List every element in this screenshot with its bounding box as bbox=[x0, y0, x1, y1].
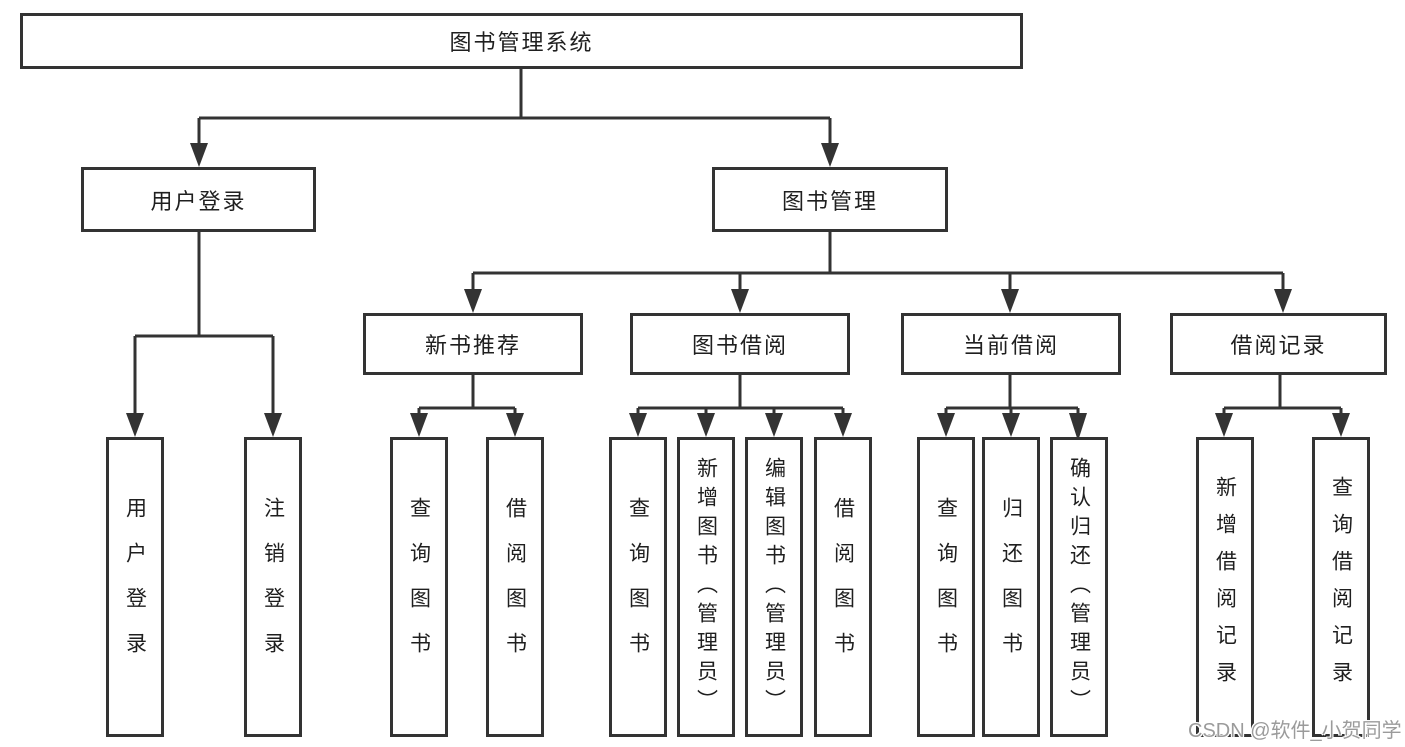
node-new-book-recommend: 新书推荐 bbox=[363, 313, 583, 375]
node-book-borrow: 图书借阅 bbox=[630, 313, 850, 375]
node-root-label: 图书管理系统 bbox=[449, 30, 594, 55]
leaf-query-borrow-record-label: 查询借阅记录 bbox=[1329, 476, 1353, 698]
leaf-borrow-books-recommend: 借阅图书 bbox=[486, 437, 544, 737]
node-book-borrow-label: 图书借阅 bbox=[691, 333, 788, 358]
leaf-logout: 注销登录 bbox=[244, 437, 302, 737]
leaf-add-borrow-record: 新增借阅记录 bbox=[1196, 437, 1254, 737]
leaf-confirm-return-admin-label: 确认归还（管理员） bbox=[1067, 456, 1091, 718]
leaf-edit-book-admin-label: 编辑图书（管理员） bbox=[762, 456, 786, 718]
leaf-user-login-label: 用户登录 bbox=[123, 497, 147, 677]
node-user-login: 用户登录 bbox=[81, 167, 316, 232]
node-new-book-recommend-label: 新书推荐 bbox=[424, 333, 521, 358]
leaf-query-books-current-label: 查询图书 bbox=[934, 497, 958, 677]
node-book-management-label: 图书管理 bbox=[781, 188, 878, 214]
node-user-login-label: 用户登录 bbox=[150, 188, 247, 214]
node-borrow-records: 借阅记录 bbox=[1170, 313, 1387, 375]
leaf-edit-book-admin: 编辑图书（管理员） bbox=[745, 437, 803, 737]
arrowheads bbox=[126, 143, 1350, 441]
node-borrow-records-label: 借阅记录 bbox=[1230, 333, 1327, 358]
leaf-return-book-label: 归还图书 bbox=[999, 497, 1023, 677]
leaf-add-book-admin: 新增图书（管理员） bbox=[677, 437, 735, 737]
leaf-query-books-borrow: 查询图书 bbox=[609, 437, 667, 737]
leaf-borrow-books-recommend-label: 借阅图书 bbox=[503, 497, 527, 677]
leaf-borrow-books-label: 借阅图书 bbox=[831, 497, 855, 677]
leaf-query-books-recommend-label: 查询图书 bbox=[407, 497, 431, 677]
leaf-user-login: 用户登录 bbox=[106, 437, 164, 737]
leaf-query-books-current: 查询图书 bbox=[917, 437, 975, 737]
leaf-add-book-admin-label: 新增图书（管理员） bbox=[694, 456, 718, 718]
node-current-borrow: 当前借阅 bbox=[901, 313, 1121, 375]
leaf-query-books-borrow-label: 查询图书 bbox=[626, 497, 650, 677]
leaf-confirm-return-admin: 确认归还（管理员） bbox=[1050, 437, 1108, 737]
leaf-query-borrow-record: 查询借阅记录 bbox=[1312, 437, 1370, 737]
csdn-watermark: CSDN @软件_小贺同学 bbox=[1188, 720, 1402, 742]
node-root: 图书管理系统 bbox=[20, 13, 1023, 69]
node-current-borrow-label: 当前借阅 bbox=[962, 333, 1059, 358]
leaf-logout-label: 注销登录 bbox=[261, 497, 285, 677]
leaf-query-books-recommend: 查询图书 bbox=[390, 437, 448, 737]
leaf-add-borrow-record-label: 新增借阅记录 bbox=[1213, 476, 1237, 698]
leaf-return-book: 归还图书 bbox=[982, 437, 1040, 737]
leaf-borrow-books: 借阅图书 bbox=[814, 437, 872, 737]
node-book-management: 图书管理 bbox=[712, 167, 948, 232]
